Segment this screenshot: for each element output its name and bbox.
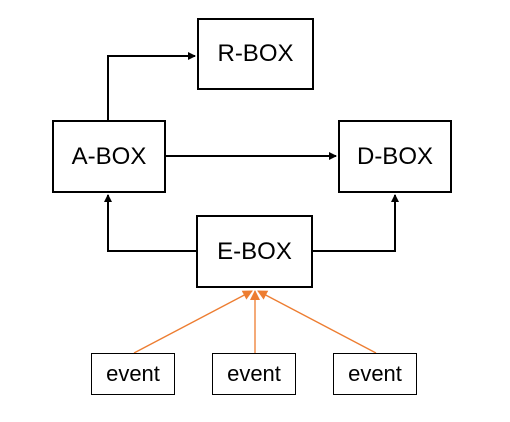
- edge-event-3-to-e: [257, 290, 377, 354]
- edge-e-to-d: [313, 194, 399, 252]
- r-box: R-BOX: [197, 18, 314, 90]
- e-box: E-BOX: [196, 215, 313, 288]
- edge-event-1-to-e: [133, 290, 253, 354]
- event-box-2: event: [212, 353, 296, 395]
- event-box-3: event: [333, 353, 417, 395]
- edge-a-to-r: [107, 52, 196, 120]
- d-box: D-BOX: [338, 120, 452, 193]
- event-box-1: event: [91, 353, 175, 395]
- a-box: A-BOX: [52, 120, 166, 193]
- edge-e-to-a: [104, 194, 196, 252]
